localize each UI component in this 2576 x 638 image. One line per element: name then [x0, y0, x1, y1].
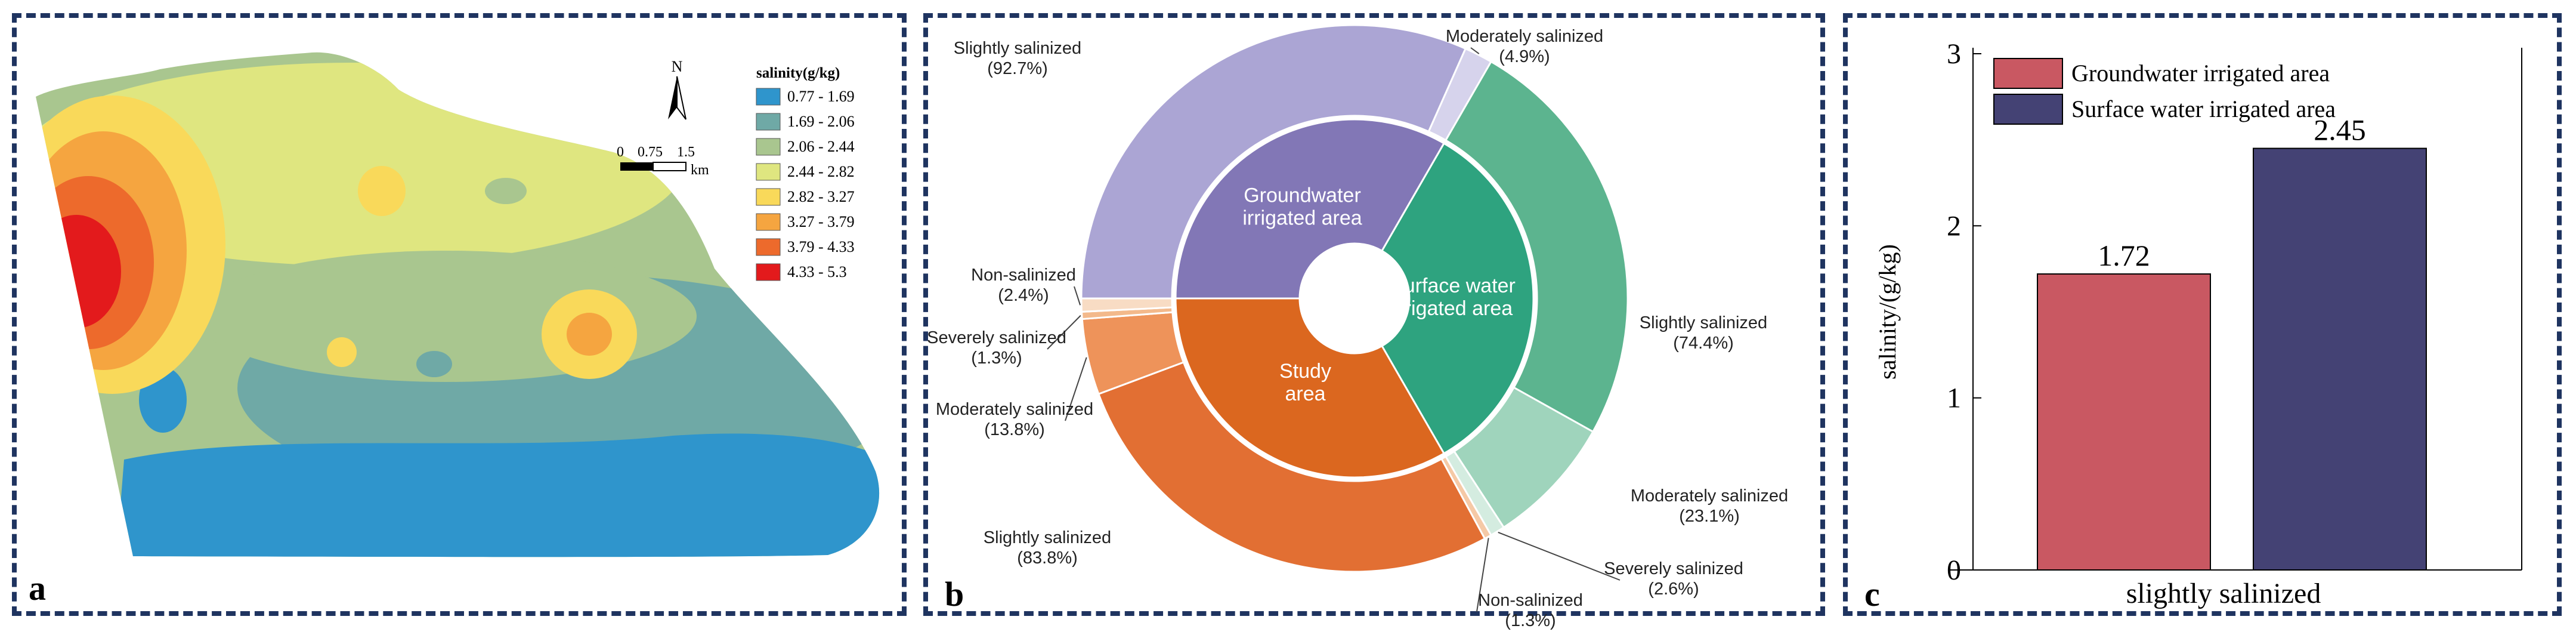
scale-label-0: 0: [617, 144, 624, 160]
map-legend: salinity(g/kg) 0.77 - 1.69 1.69 - 2.06 2.0…: [756, 65, 855, 281]
legend-label: 2.06 - 2.44: [787, 138, 855, 155]
outer-sector-label: Slightly salinized: [954, 39, 1081, 58]
zone-206-244-c: [485, 178, 527, 204]
legend-label: 2.44 - 2.82: [787, 163, 855, 180]
bar-value-label: 1.72: [2098, 239, 2150, 272]
panel-a-map: N 0 0.75 1.5 km salinity(g/kg) 0.77 - 1.…: [12, 13, 907, 616]
north-arrow-icon: N: [668, 58, 686, 120]
y-tick-label: 1: [1947, 383, 1961, 414]
outer-sector-label: Moderately salinized: [1446, 27, 1603, 46]
legend-label: Groundwater irrigated area: [2071, 60, 2330, 87]
outer-sector-label: Severely salinized: [1604, 559, 1743, 578]
leader-line: [1074, 286, 1081, 306]
inner-sector-label: irrigated area: [1393, 297, 1513, 320]
y-tick-label: 0: [1947, 554, 1961, 586]
outer-sector-label: (1.3%): [1505, 611, 1556, 630]
bar-chart: 0 1 2 3 salinity/(g/kg) slightly salinized 1.…: [1864, 38, 2522, 614]
outer-sector: [1080, 24, 1467, 300]
inner-sector-label: irrigated area: [1242, 206, 1362, 229]
panel-c-bar-chart: 0 1 2 3 salinity/(g/kg) slightly salinized 1.…: [1843, 13, 2562, 616]
outer-sector-label: (4.9%): [1499, 47, 1550, 66]
inner-sector-label: Surface water: [1390, 275, 1516, 297]
legend-label: 2.82 - 3.27: [787, 188, 855, 205]
outer-sector-label: (83.8%): [1017, 548, 1078, 568]
legend-swatch: [756, 138, 781, 156]
outer-sector-label: (74.4%): [1673, 334, 1734, 353]
scale-label-075: 0.75: [638, 144, 663, 160]
zone-169-206-b: [416, 351, 452, 377]
legend-swatch: [756, 213, 781, 231]
outer-sector-label: (23.1%): [1679, 507, 1740, 526]
zone-077-169: [112, 433, 880, 557]
x-category-label: slightly salinized: [2126, 578, 2321, 609]
outer-sector-label: (92.7%): [987, 59, 1048, 78]
legend-swatch: [1993, 94, 2063, 125]
leader-line: [1476, 538, 1489, 612]
panel-letter-c: c: [1864, 575, 1880, 614]
outer-sector-label: (2.4%): [998, 286, 1049, 305]
legend-swatch: [756, 238, 781, 256]
bar: [2037, 273, 2211, 571]
legend-title: salinity(g/kg): [756, 65, 840, 81]
inner-sector-label: Study: [1279, 360, 1331, 383]
outer-sector-label: Moderately salinized: [936, 400, 1093, 419]
leader-line: [1470, 47, 1480, 54]
scale-label-15: 1.5: [677, 144, 695, 160]
inner-sector-label: Groundwater: [1244, 184, 1361, 206]
inner-sector: [1174, 297, 1446, 479]
legend-swatch: [756, 88, 781, 106]
y-axis-label: salinity/(g/kg): [1874, 244, 1901, 380]
outer-sector: [1080, 297, 1173, 313]
outer-sector-label: (1.3%): [971, 349, 1022, 368]
inner-sector-label: area: [1285, 383, 1325, 405]
north-label: N: [672, 58, 683, 75]
outer-sector-label: Moderately salinized: [1631, 486, 1788, 506]
outer-sector-label: Non-salinized: [1478, 591, 1583, 610]
zone-433-53: [36, 215, 121, 328]
legend-swatch: [756, 163, 781, 181]
legend-swatch: [756, 113, 781, 131]
salinity-map: N 0 0.75 1.5 km salinity(g/kg) 0.77 - 1.…: [29, 52, 880, 608]
bar: [2253, 147, 2427, 571]
leader-line: [1047, 315, 1081, 350]
legend-label: 3.27 - 3.79: [787, 213, 855, 230]
outer-sector-label: Severely salinized: [927, 328, 1066, 347]
inner-sector: [1380, 142, 1535, 455]
map-zones: [36, 52, 880, 557]
outer-sector-label: (13.8%): [984, 420, 1045, 439]
scale-label-km: km: [691, 162, 709, 178]
leader-line: [1065, 357, 1087, 421]
panel-letter-a: a: [29, 569, 46, 608]
y-tick-label: 2: [1947, 210, 1961, 242]
legend-swatch: [1993, 58, 2063, 89]
legend-label: 4.33 - 5.3: [787, 263, 847, 281]
legend-label: 3.79 - 4.33: [787, 238, 855, 255]
scale-bar: 0 0.75 1.5 km: [617, 144, 709, 178]
legend-swatch: [756, 263, 781, 281]
outer-sector: [1444, 60, 1629, 433]
zone-327-379-b: [567, 313, 612, 356]
zone-282-327-c: [358, 166, 406, 216]
panel-letter-b: b: [945, 575, 964, 614]
outer-sector-label: Non-salinized: [971, 266, 1076, 285]
outer-sector-label: Slightly salinized: [1640, 313, 1767, 332]
y-tick-label: 3: [1947, 38, 1961, 70]
outer-sector-label: (2.6%): [1648, 580, 1699, 599]
zone-282-327-d: [327, 337, 357, 367]
bar-value-label: 2.45: [2314, 113, 2366, 147]
inner-sector: [1174, 118, 1446, 300]
outer-sector-label: Slightly salinized: [984, 528, 1111, 547]
leader-line: [1498, 532, 1621, 581]
legend-label: 1.69 - 2.06: [787, 113, 855, 130]
legend-swatch: [756, 188, 781, 206]
legend-label: Surface water irrigated area: [2071, 95, 2336, 122]
legend-label: 0.77 - 1.69: [787, 88, 855, 105]
outer-sector: [1097, 361, 1486, 573]
